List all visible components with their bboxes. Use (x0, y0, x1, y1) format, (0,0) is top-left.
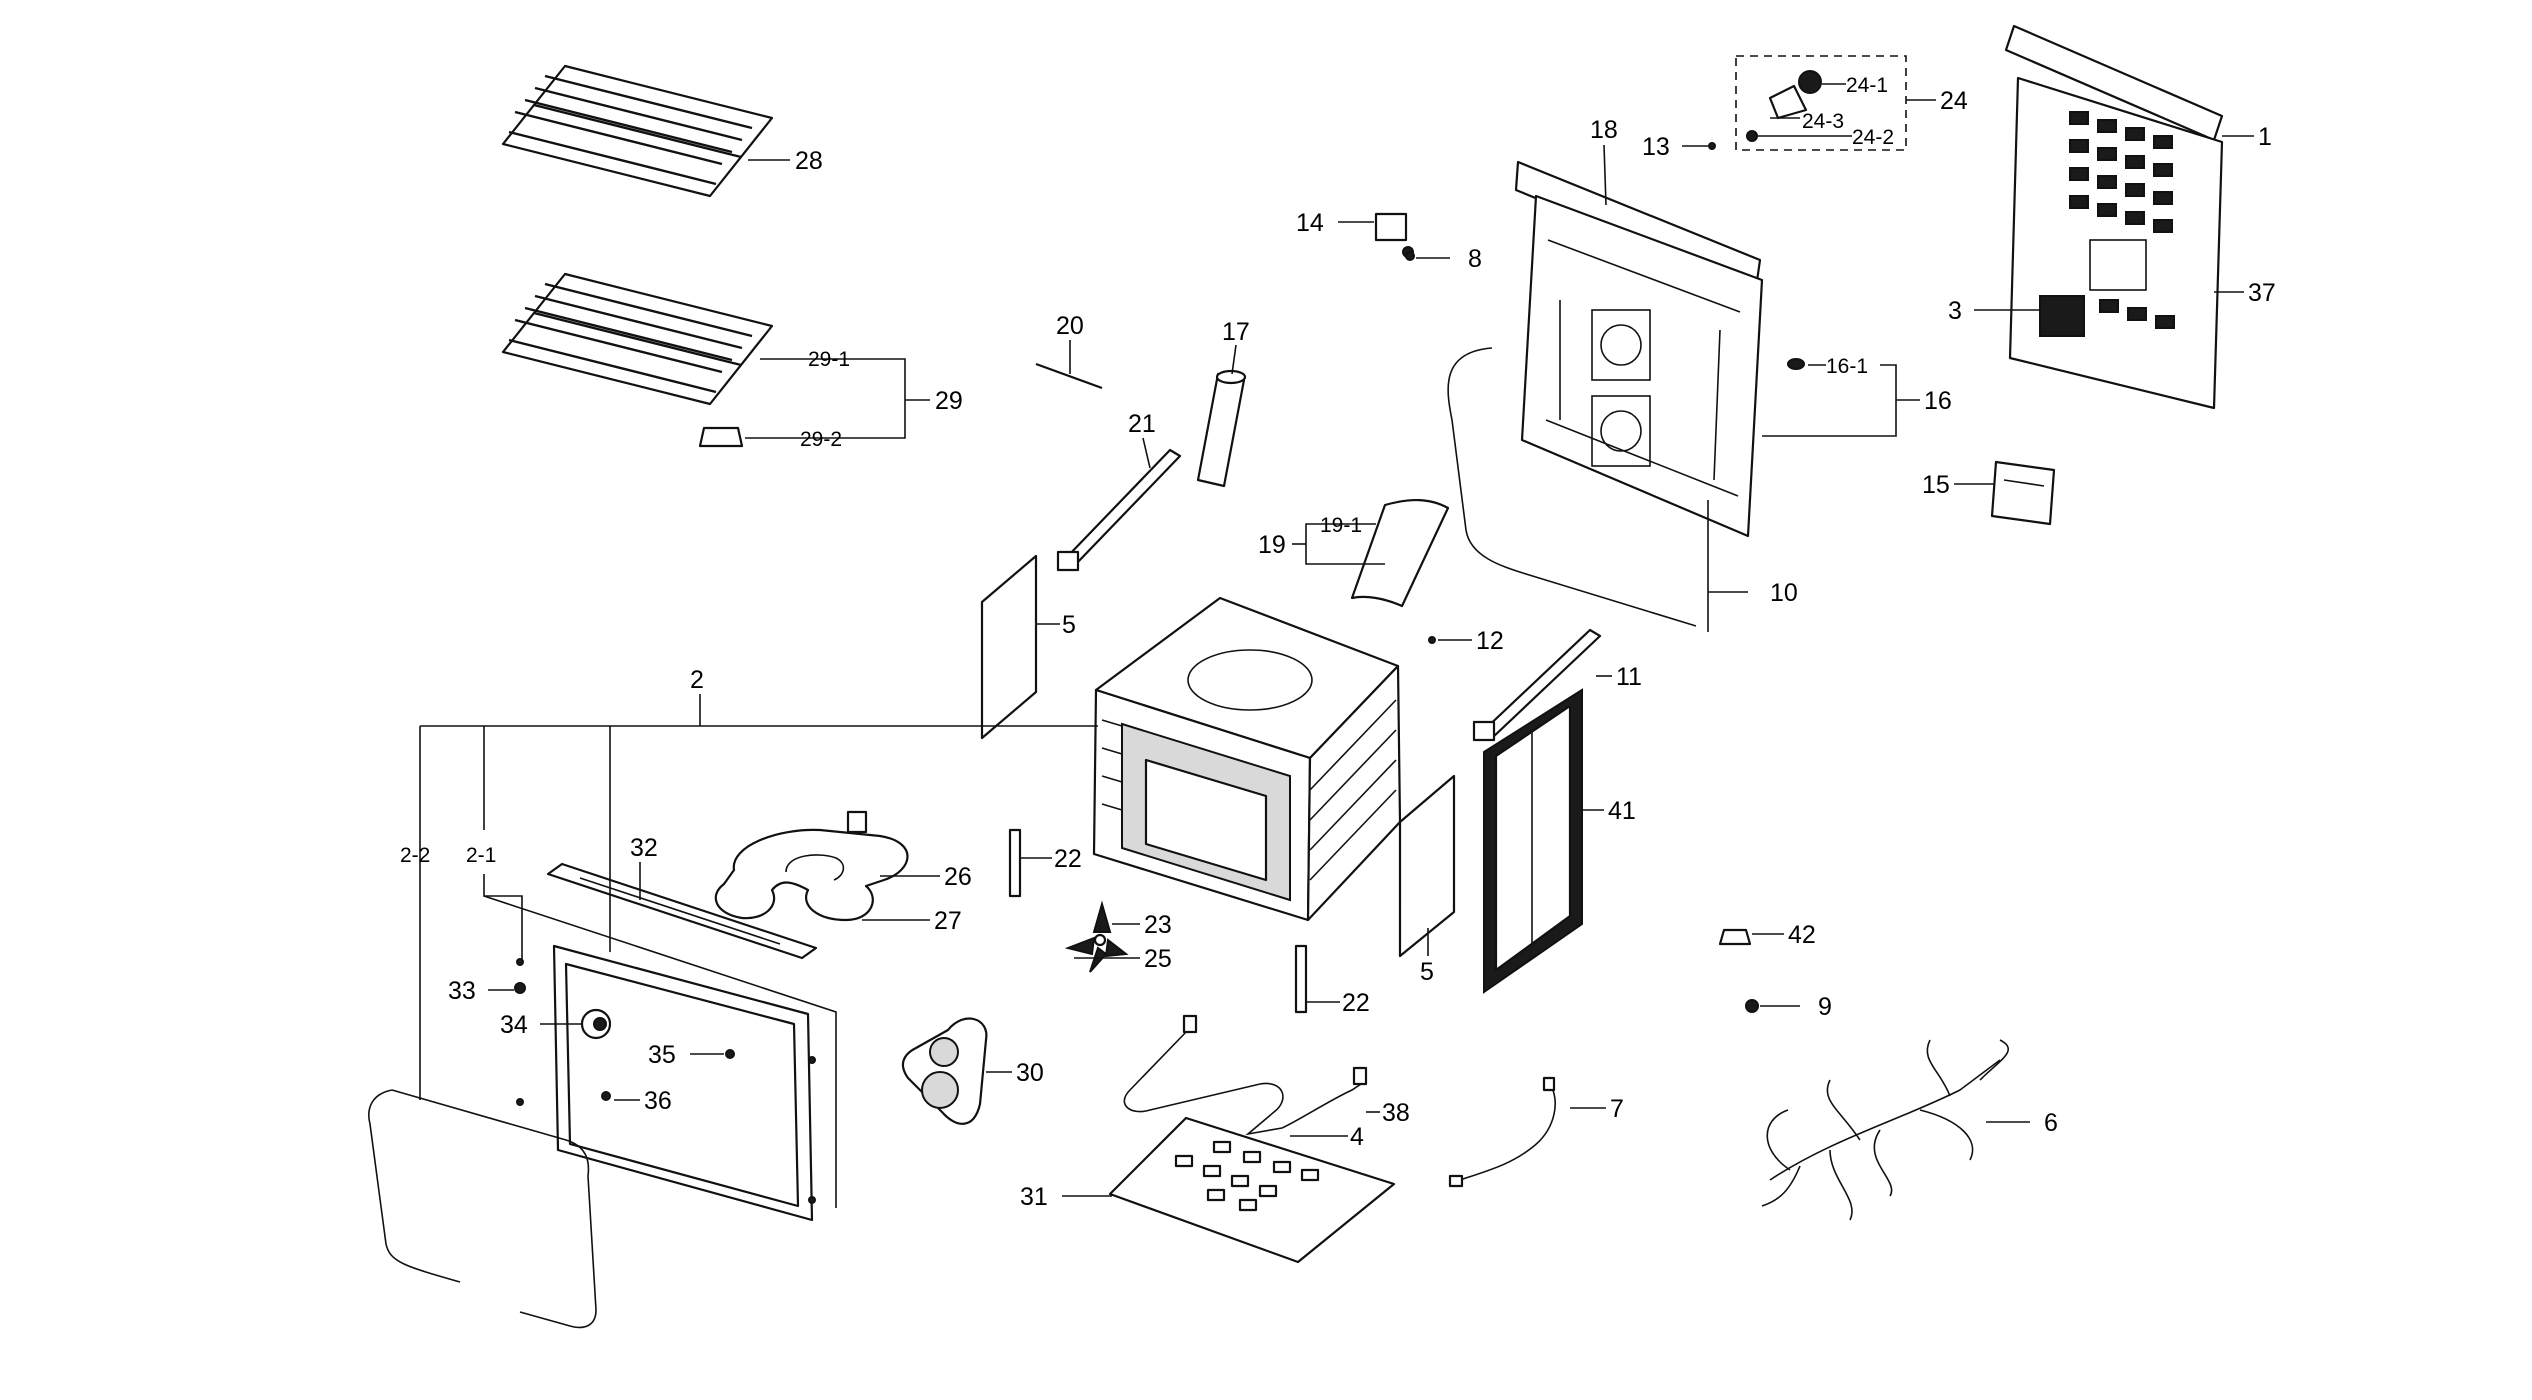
cylinder-part (1196, 369, 1247, 488)
side-rail-left (1008, 828, 1022, 898)
callout-2-1: 2-1 (466, 844, 496, 867)
callout-19: 19 (1258, 531, 1286, 559)
callout-24-2: 24-2 (1852, 126, 1894, 149)
sensor-assembly (1746, 70, 1822, 142)
callout-34: 34 (500, 1011, 528, 1039)
callout-20: 20 (1056, 312, 1084, 340)
callout-2-2: 2-2 (400, 844, 430, 867)
broil-heating-element (714, 810, 909, 922)
callout-24-3: 24-3 (1802, 110, 1844, 133)
side-insulation-right (1398, 774, 1456, 958)
clip-part (1718, 928, 1752, 946)
door-window-knob (580, 1008, 612, 1040)
bake-heating-element (1123, 1014, 1368, 1136)
callout-27: 27 (934, 907, 962, 935)
callout-16: 16 (1924, 387, 1952, 415)
bottom-plate (1108, 1116, 1396, 1264)
callout-22a: 22 (1054, 845, 1082, 873)
door-hinge-bracket (1472, 628, 1602, 742)
callout-5b: 5 (1420, 958, 1434, 986)
callout-24: 24 (1940, 87, 1968, 115)
callout-18: 18 (1590, 116, 1618, 144)
assembly-24-box (1735, 55, 1907, 151)
callout-37: 37 (2248, 279, 2276, 307)
front-top-trim (546, 862, 818, 960)
callout-12: 12 (1476, 627, 1504, 655)
door-frame (1483, 688, 1583, 994)
callout-24-1: 24-1 (1846, 74, 1888, 97)
slide-bracket-part (1056, 448, 1182, 572)
burner-plate (901, 1017, 988, 1125)
callout-10: 10 (1770, 579, 1798, 607)
callout-31: 31 (1020, 1183, 1048, 1211)
callout-29-2: 29-2 (800, 428, 842, 451)
side-insulation-left (980, 554, 1038, 740)
callout-7: 7 (1610, 1095, 1624, 1123)
callout-21: 21 (1128, 410, 1156, 438)
temperature-sensor-wire (1448, 1076, 1556, 1188)
callout-13: 13 (1642, 133, 1670, 161)
callout-1: 1 (2258, 123, 2272, 151)
door-gasket (368, 1089, 597, 1329)
callout-15: 15 (1922, 471, 1950, 499)
callout-35: 35 (648, 1041, 676, 1069)
callout-28: 28 (795, 147, 823, 175)
callout-32: 32 (630, 834, 658, 862)
callout-4: 4 (1350, 1123, 1364, 1151)
rear-cover-panel (2004, 24, 2224, 410)
callout-17: 17 (1222, 318, 1250, 346)
callout-30: 30 (1016, 1059, 1044, 1087)
heat-shield-strip (1350, 498, 1450, 608)
callout-8: 8 (1468, 245, 1482, 273)
callout-2: 2 (690, 666, 704, 694)
callout-41: 41 (1608, 797, 1636, 825)
oven-cavity (1092, 596, 1402, 922)
callout-23: 23 (1144, 911, 1172, 939)
rack-glide-part (698, 426, 744, 448)
oven-rack-upper (501, 64, 774, 198)
callout-22b: 22 (1342, 989, 1370, 1017)
callout-6: 6 (2044, 1109, 2058, 1137)
callout-26: 26 (944, 863, 972, 891)
callout-11: 11 (1616, 663, 1642, 691)
back-panel-assembly (1514, 160, 1764, 538)
callout-5a: 5 (1062, 611, 1076, 639)
callout-14: 14 (1296, 209, 1324, 237)
oven-rack-lower (501, 272, 774, 406)
side-rail-right (1294, 944, 1308, 1014)
callout-25: 25 (1144, 945, 1172, 973)
callout-33: 33 (448, 977, 476, 1005)
callout-36: 36 (644, 1087, 672, 1115)
callout-19-1: 19-1 (1320, 514, 1362, 537)
wire-harness (1761, 1039, 2009, 1221)
convection-fan (1064, 900, 1129, 973)
callout-29-1: 29-1 (808, 348, 850, 371)
callout-42: 42 (1788, 921, 1816, 949)
callout-9: 9 (1818, 993, 1832, 1021)
callout-29: 29 (935, 387, 963, 415)
callout-38: 38 (1382, 1099, 1410, 1127)
inner-door-panel (516, 944, 816, 1222)
control-box (1990, 460, 2056, 526)
callout-16-1: 16-1 (1826, 355, 1868, 378)
callout-3: 3 (1948, 297, 1962, 325)
